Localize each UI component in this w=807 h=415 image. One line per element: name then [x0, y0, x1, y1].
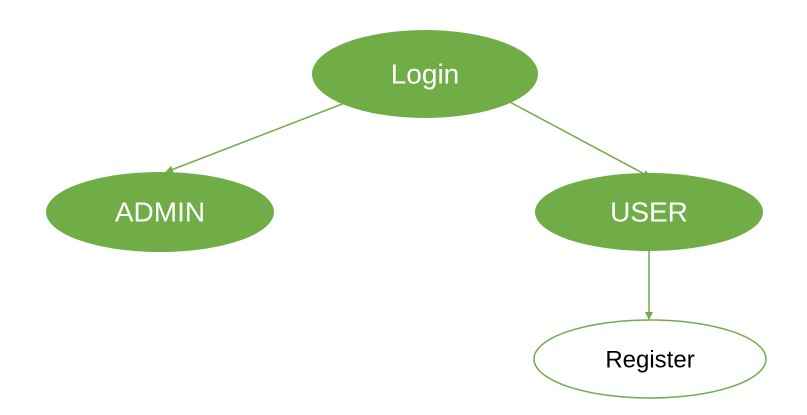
node-user-shape	[535, 173, 763, 251]
edge-login-to-user	[507, 100, 651, 178]
node-admin-label: ADMIN	[115, 197, 205, 228]
node-register[interactable]: Register	[533, 319, 767, 399]
node-user-label: USER	[610, 197, 688, 228]
node-login-shape	[312, 30, 538, 118]
node-admin-shape	[46, 172, 274, 252]
edge-login-to-admin	[165, 100, 351, 174]
node-admin[interactable]: ADMIN	[46, 172, 274, 252]
node-register-label: Register	[605, 347, 694, 374]
node-user[interactable]: USER	[535, 173, 763, 251]
node-login-label: Login	[391, 59, 460, 90]
node-login[interactable]: Login	[312, 30, 538, 118]
node-register-shape	[533, 319, 767, 399]
